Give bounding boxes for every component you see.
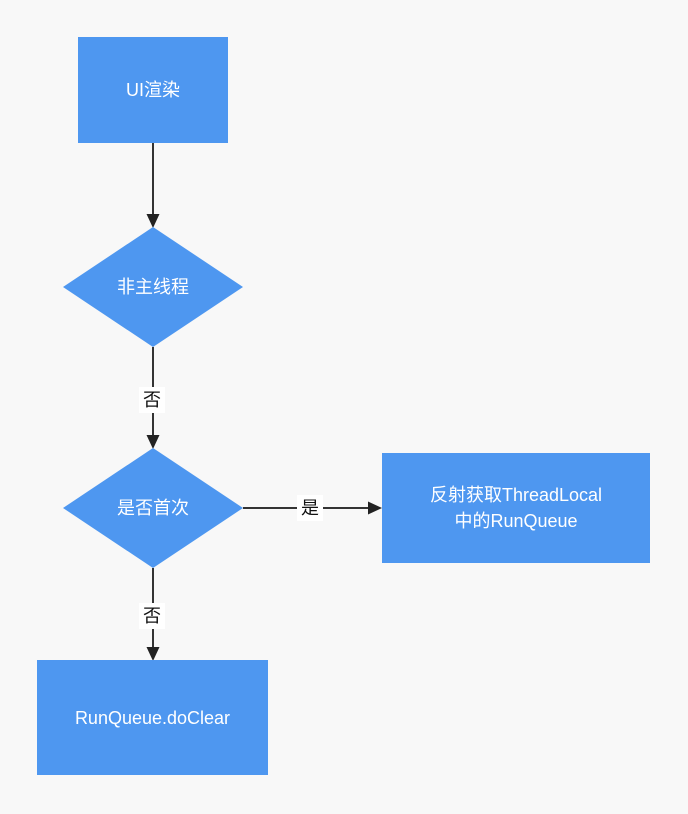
arrowhead-down-icon (146, 214, 160, 228)
node-label-line-2: 中的RunQueue (454, 511, 578, 531)
node-label-line-1: 反射获取ThreadLocal (429, 485, 603, 505)
node-label: 反射获取ThreadLocal 中的RunQueue (430, 482, 602, 534)
arrowhead-down-icon (146, 435, 160, 449)
edge-label-no: 否 (139, 387, 165, 413)
node-runqueue-doclear: RunQueue.doClear (37, 660, 268, 775)
node-label: 非主线程 (117, 277, 189, 297)
arrowhead-right-icon (368, 501, 382, 515)
edge-label-yes: 是 (297, 495, 323, 521)
edge-label-no: 否 (139, 603, 165, 629)
node-label: 是否首次 (117, 498, 189, 518)
node-label: UI渲染 (126, 80, 180, 100)
node-label: RunQueue.doClear (74, 707, 231, 728)
arrowhead-down-icon (146, 647, 160, 661)
node-ui-render: UI渲染 (78, 37, 228, 143)
node-reflect-get-runqueue: 反射获取ThreadLocal 中的RunQueue (382, 453, 650, 563)
connector-ui-render-to-non-main-thread (146, 143, 160, 228)
